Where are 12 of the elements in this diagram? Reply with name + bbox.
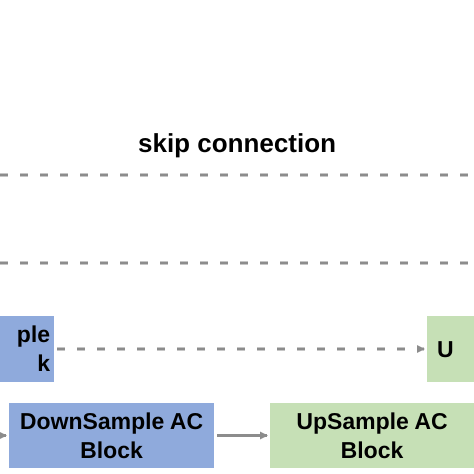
block-label: U <box>436 334 455 364</box>
arrow <box>0 432 7 440</box>
section-label: skip connection <box>137 127 337 160</box>
block-label: ple k <box>16 320 51 378</box>
arrow <box>217 432 268 440</box>
block-label: DownSample AC Block <box>18 406 204 464</box>
block-box <box>0 316 54 382</box>
arrow <box>57 345 425 353</box>
block-label: UpSample AC Block <box>295 406 449 464</box>
block-box <box>427 316 474 382</box>
block-box <box>270 403 474 468</box>
block-box <box>9 403 214 468</box>
